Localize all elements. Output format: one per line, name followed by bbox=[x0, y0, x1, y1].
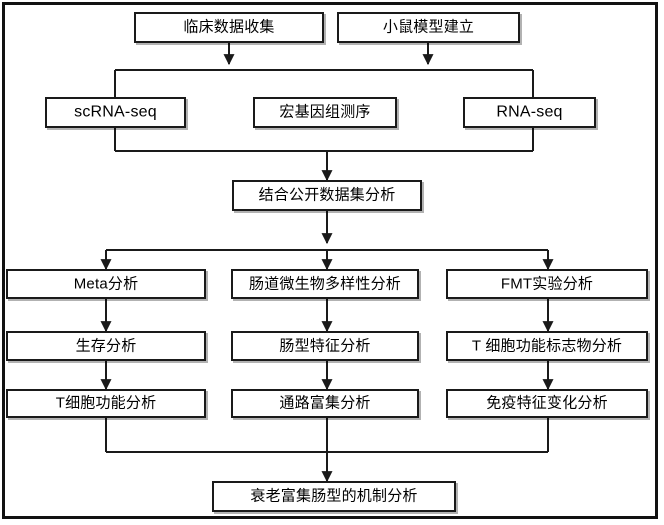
node-label-enterotype_feature: 肠型特征分析 bbox=[279, 337, 371, 354]
node-immune_change[interactable]: 免疫特征变化分析 bbox=[446, 389, 648, 418]
node-enterotype_feature[interactable]: 肠型特征分析 bbox=[231, 331, 419, 361]
node-scrna_seq[interactable]: scRNA-seq bbox=[45, 97, 186, 128]
node-label-rna_seq: RNA-seq bbox=[496, 103, 563, 120]
node-label-gut_diversity: 肠道微生物多样性分析 bbox=[248, 275, 401, 292]
node-label-meta_analysis: Meta分析 bbox=[73, 275, 139, 292]
node-label-mouse_model: 小鼠模型建立 bbox=[382, 18, 475, 36]
node-tcell_function[interactable]: T细胞功能分析 bbox=[6, 389, 206, 418]
node-mechanism[interactable]: 衰老富集肠型的机制分析 bbox=[212, 481, 456, 512]
node-public_dataset[interactable]: 结合公开数据集分析 bbox=[232, 180, 422, 211]
node-mouse_model[interactable]: 小鼠模型建立 bbox=[337, 12, 520, 43]
node-label-immune_change: 免疫特征变化分析 bbox=[486, 394, 608, 412]
node-tcell_marker[interactable]: T 细胞功能标志物分析 bbox=[446, 331, 648, 361]
node-metagenome_seq[interactable]: 宏基因组测序 bbox=[253, 97, 397, 128]
node-meta_analysis[interactable]: Meta分析 bbox=[6, 269, 206, 299]
node-rna_seq[interactable]: RNA-seq bbox=[463, 97, 596, 128]
node-label-clinical_data: 临床数据收集 bbox=[183, 18, 275, 36]
node-label-public_dataset: 结合公开数据集分析 bbox=[258, 186, 396, 204]
node-label-pathway_enrichment: 通路富集分析 bbox=[279, 394, 371, 412]
node-label-tcell_function: T细胞功能分析 bbox=[55, 394, 157, 412]
node-label-scrna_seq: scRNA-seq bbox=[74, 103, 157, 120]
node-survival_analysis[interactable]: 生存分析 bbox=[6, 331, 206, 361]
node-label-fmt_experiment: FMT实验分析 bbox=[500, 275, 594, 292]
node-fmt_experiment[interactable]: FMT实验分析 bbox=[446, 269, 648, 299]
node-label-metagenome_seq: 宏基因组测序 bbox=[279, 103, 371, 121]
node-label-tcell_marker: T 细胞功能标志物分析 bbox=[471, 337, 623, 354]
node-clinical_data[interactable]: 临床数据收集 bbox=[134, 12, 324, 43]
node-gut_diversity[interactable]: 肠道微生物多样性分析 bbox=[231, 269, 419, 299]
node-label-survival_analysis: 生存分析 bbox=[75, 337, 137, 354]
node-label-mechanism: 衰老富集肠型的机制分析 bbox=[250, 487, 418, 505]
node-pathway_enrichment[interactable]: 通路富集分析 bbox=[231, 389, 419, 418]
